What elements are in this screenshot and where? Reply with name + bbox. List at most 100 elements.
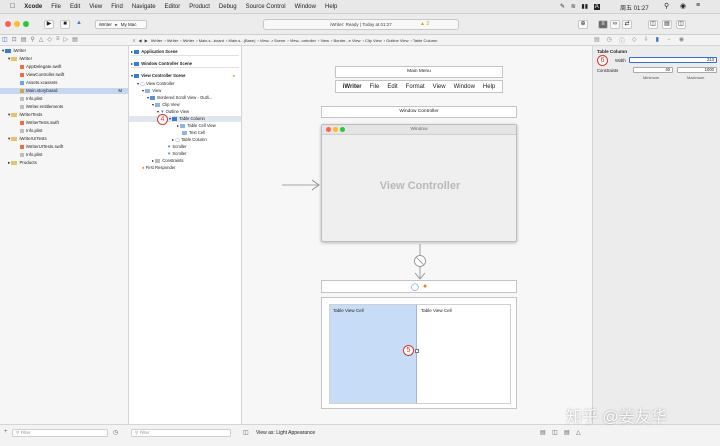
menu-title-file[interactable]: File <box>369 83 380 90</box>
nav-item-folder[interactable]: ▾ iWriterTests <box>8 112 43 117</box>
menu-help[interactable]: Help <box>319 3 337 10</box>
column-resize-handle[interactable] <box>415 349 419 353</box>
stop-button[interactable]: ■ <box>60 20 70 29</box>
jump-item[interactable]: View...r Scene <box>259 38 286 43</box>
menu-title-window[interactable]: Window <box>453 83 475 90</box>
min-width-field[interactable]: 40 <box>633 67 673 73</box>
nav-item-file[interactable]: AppDelegate.swift <box>20 64 61 70</box>
toggle-debug-area-button[interactable]: ▤ <box>662 20 672 29</box>
disclosure-icon[interactable]: ▾ <box>147 95 150 100</box>
attributes-inspector-icon[interactable]: ⇩ <box>643 37 649 43</box>
nav-item-file[interactable]: iWriterTests.swift <box>20 120 59 126</box>
outline-item[interactable]: ▾ View <box>142 88 162 93</box>
menu-app-name[interactable]: Xcode <box>19 3 42 10</box>
first-responder-dock-icon[interactable]: ● <box>423 283 428 290</box>
find-navigator-icon[interactable]: ⚲ <box>30 37 35 43</box>
assistant-editor-button[interactable]: ∞ <box>610 20 620 29</box>
view-controller-dock-icon[interactable]: ◯ <box>411 284 419 291</box>
menu-product[interactable]: Product <box>183 3 210 10</box>
resolve-issues-icon[interactable]: △ <box>576 430 581 436</box>
outline-item[interactable]: ● First Responder <box>142 165 176 170</box>
menu-source-control[interactable]: Source Control <box>240 3 286 10</box>
related-items-icon[interactable]: ≡ <box>133 38 136 43</box>
outline-item[interactable]: ▾ Bordered Scroll View - Outli... <box>147 95 213 100</box>
notification-center-icon[interactable]: ≡ <box>696 2 701 9</box>
window-controller-scene-title[interactable]: Window Controller <box>321 106 517 118</box>
nav-item-file[interactable]: iWriter.entitlements <box>20 104 63 110</box>
menu-debug[interactable]: Debug <box>213 3 237 10</box>
recent-files-icon[interactable]: ◷ <box>113 430 119 436</box>
outline-item[interactable]: ▸ ◯ Table Column <box>172 137 207 142</box>
menu-find[interactable]: Find <box>105 3 123 10</box>
input-method-icon[interactable]: A <box>593 4 600 10</box>
disclosure-icon[interactable]: ▾ <box>8 136 11 141</box>
library-button[interactable]: ⊕ <box>578 20 588 29</box>
main-menu-scene-title[interactable]: Main Menu <box>335 66 503 78</box>
jump-item[interactable]: iWriter <box>150 38 163 43</box>
jump-item[interactable]: iWriter <box>182 38 195 43</box>
nav-item-file[interactable]: Info.plist <box>20 128 42 134</box>
width-field[interactable]: 213 <box>629 57 717 63</box>
connections-inspector-icon[interactable]: → <box>665 36 672 42</box>
identity-inspector-icon[interactable]: ◇ <box>631 37 637 43</box>
nav-item-project[interactable]: ▾ iWriter <box>2 48 27 53</box>
outline-filter-field[interactable]: ⚲ Filter <box>131 429 231 437</box>
file-inspector-icon[interactable]: ▤ <box>594 37 600 43</box>
nav-item-file[interactable]: Info.plist <box>20 152 42 158</box>
menu-title-view[interactable]: View <box>432 83 446 90</box>
outline-item[interactable]: ▸ Table Cell View <box>177 123 216 128</box>
table-view-cell-label[interactable]: Table View Cell <box>333 308 364 313</box>
outline-scene-application[interactable]: ▸ Application Scene <box>131 49 239 56</box>
menu-file[interactable]: File <box>46 3 61 10</box>
jump-item[interactable]: Clip View <box>365 38 382 43</box>
outline-item-selected[interactable]: ▾ Table Column <box>129 116 241 122</box>
nav-item-file[interactable]: Info.plist <box>20 96 42 102</box>
minimize-button[interactable] <box>14 21 20 27</box>
size-inspector-icon[interactable]: ▮ <box>655 37 659 43</box>
disclosure-icon[interactable]: ▾ <box>8 112 11 117</box>
add-constraints-icon[interactable]: ▤ <box>564 430 570 436</box>
jump-item[interactable]: Main.s...board <box>198 38 225 43</box>
jump-item[interactable]: View <box>320 38 330 43</box>
add-file-icon[interactable]: + <box>4 429 8 435</box>
run-button[interactable]: ▶ <box>44 20 54 29</box>
clock[interactable]: 周五 01:27 <box>620 6 649 12</box>
menu-editor[interactable]: Editor <box>159 3 181 10</box>
nav-item-file[interactable]: iWriterUITests.swift <box>20 144 63 150</box>
disclosure-icon[interactable]: ▸ <box>8 160 11 165</box>
standard-editor-button[interactable]: ≡ <box>598 20 608 29</box>
nav-item-folder[interactable]: ▸ Products <box>8 160 37 165</box>
toggle-inspector-button[interactable]: ◫ <box>676 20 686 29</box>
close-button[interactable] <box>5 21 11 27</box>
zoom-button[interactable] <box>23 21 29 27</box>
outline-scene-window-controller[interactable]: ▸ Window Controller Scene <box>131 61 239 68</box>
disclosure-icon[interactable]: ▸ <box>177 123 180 128</box>
wifi-icon[interactable]: ≋ <box>570 4 576 10</box>
update-frames-icon[interactable]: ▤ <box>540 430 546 436</box>
jump-item[interactable]: iWriter <box>166 38 179 43</box>
outline-scene-view-controller[interactable]: ▾ View Controller Scene ● <box>131 73 235 78</box>
disclosure-icon[interactable]: ▾ <box>157 109 160 114</box>
disclosure-icon[interactable]: ▸ <box>152 158 155 163</box>
disclosure-icon[interactable]: ▸ <box>131 49 134 54</box>
bindings-inspector-icon[interactable]: ◉ <box>678 37 685 43</box>
menu-view[interactable]: View <box>84 3 102 10</box>
history-inspector-icon[interactable]: ◷ <box>606 37 612 43</box>
appearance-label[interactable]: View as: Light Appearance <box>256 430 316 436</box>
menu-edit[interactable]: Edit <box>64 3 80 10</box>
disclosure-icon[interactable]: ▾ <box>142 88 145 93</box>
siri-icon[interactable]: ◉ <box>680 3 687 10</box>
project-navigator-icon[interactable]: ◫ <box>2 37 8 43</box>
menu-title-format[interactable]: Format <box>405 83 425 90</box>
jump-item[interactable]: Outline View <box>386 38 409 43</box>
scene-warning-icon[interactable]: ● <box>232 73 235 78</box>
disclosure-icon[interactable]: ▾ <box>152 102 155 107</box>
table-column-selected[interactable]: Table View Cell <box>330 305 417 403</box>
apple-icon[interactable]:  <box>10 3 15 10</box>
version-editor-button[interactable]: ⇄ <box>622 20 632 29</box>
outline-item[interactable]: ▾ ▼ Outline View <box>157 109 190 114</box>
report-navigator-icon[interactable]: ▤ <box>72 37 78 43</box>
jump-item[interactable]: Main.s...(Base) <box>228 38 256 43</box>
disclosure-icon[interactable]: ▸ <box>172 137 175 142</box>
outline-item[interactable]: Text Cell <box>182 130 205 136</box>
